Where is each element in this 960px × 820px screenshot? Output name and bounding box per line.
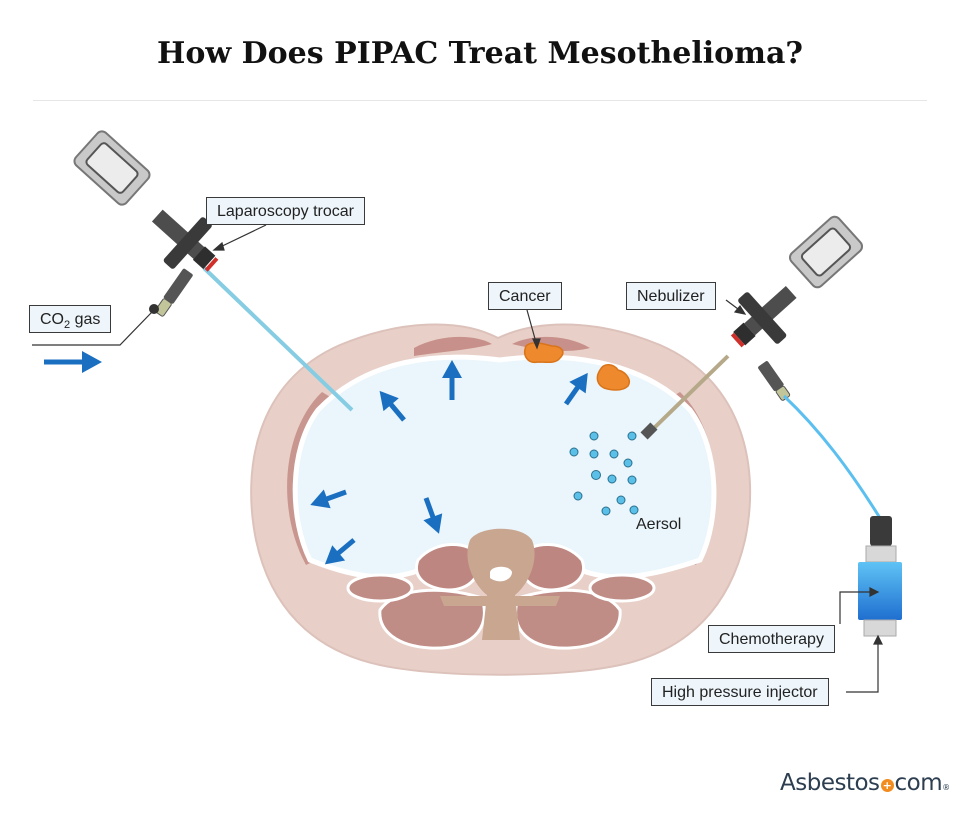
gas-port-tip [154, 298, 172, 317]
cancer-tumors [524, 342, 630, 391]
high-pressure-injector-label: High pressure injector [651, 678, 829, 706]
tumor-nodule [524, 342, 564, 364]
cancer-label: Cancer [488, 282, 562, 310]
aerosol-droplet [601, 506, 611, 516]
pressure-arrow [310, 489, 347, 509]
quadratus-right [588, 573, 656, 603]
title-divider [33, 100, 927, 101]
logo-suffix: com [894, 770, 943, 796]
aerosol-droplet [627, 431, 637, 441]
transverse-process [440, 596, 560, 606]
aerosol-label: Aersol [636, 516, 682, 533]
co2-subscript: 2 [64, 319, 71, 332]
gas-port [163, 268, 193, 304]
chemo-tubing [782, 394, 882, 519]
pressure-arrow [324, 538, 356, 565]
injector-base [863, 619, 897, 637]
abdomen-cross-section [250, 323, 752, 676]
injector-connector [846, 640, 879, 693]
nebulizer-label: Nebulizer [626, 282, 716, 310]
chemotherapy-label: Chemotherapy [708, 625, 835, 653]
logo-prefix: Asbestos [780, 770, 880, 796]
vertebra [467, 528, 535, 640]
nebulizer-red-band [730, 332, 745, 348]
aerosol-droplet [589, 449, 599, 459]
injector-cap [870, 516, 892, 546]
trocar-shaft [202, 266, 354, 412]
aerosol-particles [569, 431, 639, 516]
laparoscopy-trocar [73, 130, 354, 412]
aerosol-droplet [607, 474, 617, 484]
high-pressure-injector [858, 516, 902, 637]
chemotherapy-connector-head [869, 587, 880, 597]
nebulizer-camera-window [800, 227, 852, 277]
aerosol-droplet [591, 470, 601, 480]
tumor-nodule [596, 364, 630, 391]
pressure-arrow [442, 360, 462, 400]
nebulizer-handle [738, 292, 787, 344]
injector-connector-head [873, 634, 883, 645]
trocar-handle [163, 217, 212, 269]
nebulizer-shaft [650, 354, 730, 432]
aerosol-droplet [627, 475, 637, 485]
trocar-connector-head [212, 241, 225, 251]
co2-gas-text: CO [40, 311, 64, 328]
trocar-camera-window [85, 142, 139, 194]
gas-pressure-arrows [44, 351, 588, 565]
label-connectors [32, 224, 883, 693]
aerosol-droplet [623, 458, 633, 468]
trocar-red-band [204, 257, 219, 272]
nebulizer-port [758, 361, 784, 392]
nebulizer-connector-head [733, 304, 747, 315]
aerosol-droplet [589, 431, 599, 441]
laparoscopy-trocar-label: Laparoscopy trocar [206, 197, 365, 225]
gas-port-nozzle [149, 304, 159, 314]
quadratus-left [346, 573, 414, 603]
nebulizer-device [640, 215, 882, 519]
trocar-collar [192, 246, 216, 270]
cancer-connector-head [532, 338, 541, 350]
aerosol-droplet [629, 505, 639, 515]
pressure-arrow [423, 497, 443, 534]
injector-neck [865, 545, 897, 563]
asbestos-logo: Asbestos+com® [780, 770, 950, 796]
nebulizer-tip [640, 422, 658, 440]
rectus-left [414, 336, 492, 356]
aerosol-droplet [569, 447, 579, 457]
chemotherapy-reservoir [858, 562, 902, 620]
pressure-arrow [563, 372, 588, 406]
co2-inflow-arrow [44, 351, 102, 373]
logo-plus-icon: + [880, 779, 894, 792]
aerosol-droplet [616, 495, 626, 505]
co2-connector [32, 311, 153, 346]
chemotherapy-connector [839, 591, 874, 624]
logo-registered: ® [942, 783, 950, 792]
spinal-canal [490, 566, 512, 582]
nebulizer-collar [733, 322, 756, 346]
page-title: How Does PIPAC Treat Mesothelioma? [157, 36, 803, 71]
aerosol-droplet [609, 449, 619, 459]
pressure-arrow [379, 390, 406, 422]
trocar-body [151, 209, 208, 262]
aerosol-droplet [573, 491, 583, 501]
co2-gas-label: CO2 gas [29, 305, 112, 333]
co2-gas-suffix: gas [70, 311, 101, 328]
